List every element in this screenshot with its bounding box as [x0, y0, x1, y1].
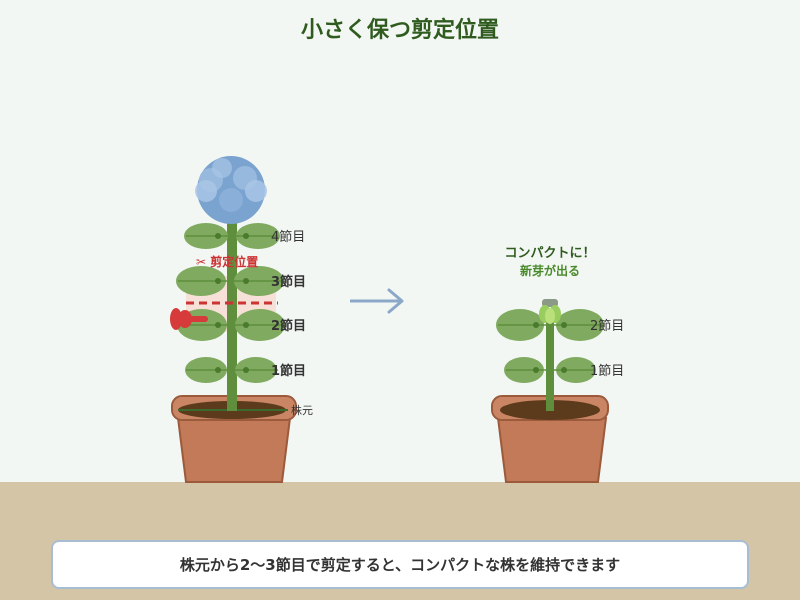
caption-text: 株元から2〜3節目で剪定すると、コンパクトな株を維持できます: [179, 556, 621, 574]
after-stem: [546, 318, 554, 411]
node-label-3: 3節目: [271, 274, 306, 290]
after-node-label-2: 2節目: [590, 319, 624, 334]
hydrangea-flower-icon: [195, 156, 267, 224]
before-stem: [227, 215, 237, 411]
arrow-right-icon: [350, 288, 404, 314]
page-title: 小さく保つ剪定位置: [301, 17, 499, 43]
caption-box: 株元から2〜3節目で剪定すると、コンパクトな株を維持できます: [51, 540, 749, 589]
new-bud-label: 新芽が出る: [520, 263, 580, 278]
node-label-1: 1節目: [271, 363, 306, 379]
cut-position-label: ✂ 剪定位置: [196, 254, 258, 269]
new-bud-icon: [539, 299, 561, 324]
before-pot: [176, 417, 292, 483]
node-label-2: 2節目: [271, 318, 306, 334]
result-label: コンパクトに！: [504, 246, 595, 261]
after-pot: [496, 417, 608, 483]
base-label: 株元: [291, 403, 313, 417]
before-plant: [170, 156, 297, 483]
node-label-4: 4節目: [271, 230, 305, 245]
after-plant: [491, 299, 609, 483]
after-node-label-1: 1節目: [590, 364, 624, 379]
pointer-hand-icon: [170, 308, 208, 330]
